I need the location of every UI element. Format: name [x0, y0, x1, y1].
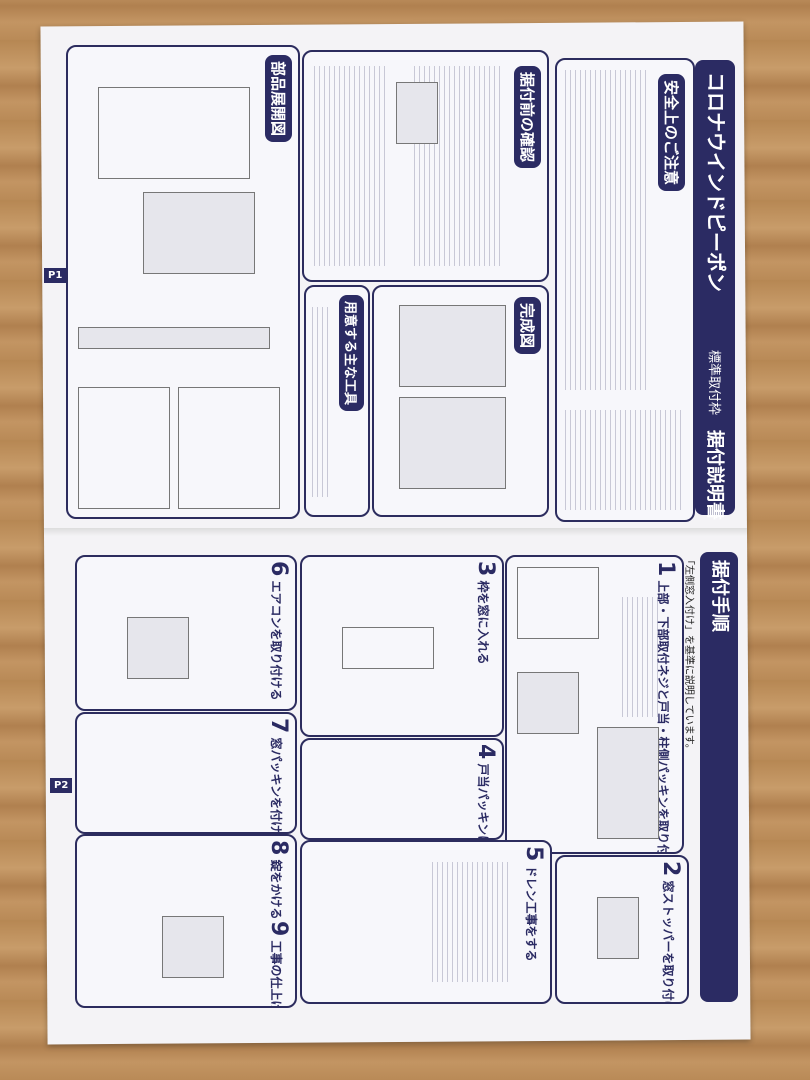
safety-panel: 安全上のご注意 [555, 58, 695, 522]
parts-panel: 部品展開図 [66, 45, 300, 519]
step-number: 1 [653, 561, 678, 577]
step-number: 9 [266, 921, 291, 937]
step-8: 8 錠をかける 9 工事の仕上げへ(裏面) [75, 834, 297, 1008]
fold-line [44, 528, 747, 536]
title-band: コロナウインドピーポン 標準取付枠 据付説明書 [695, 60, 735, 520]
precheck-panel: 据付前の確認 [302, 50, 549, 282]
tools-heading: 用意する主な工具 [339, 295, 364, 412]
step-label: ドレン工事をする [524, 865, 538, 962]
procedure-note: 「左側窓入付け」を基準に説明しています。 [683, 555, 694, 754]
step-number: 2 [658, 861, 683, 877]
step-label: 戸当パッキンに切り込みを入れる [476, 764, 490, 839]
precheck-heading: 据付前の確認 [514, 66, 541, 169]
step-label: エアコンを取り付ける [269, 580, 283, 701]
step-number: 7 [266, 718, 291, 734]
doc-type: 据付説明書 [704, 430, 725, 520]
step-7: 7 窓パッキンを付ける [75, 712, 297, 834]
step-number: 8 [266, 840, 291, 856]
step-label: 窓パッキンを付ける [269, 737, 283, 834]
step-label: 窓ストッパーを取り付ける [661, 880, 675, 1004]
step-5: 5 ドレン工事をする [300, 840, 552, 1004]
procedure-heading: 据付手順 [709, 560, 730, 632]
step-2: 2 窓ストッパーを取り付ける [555, 855, 689, 1004]
step-6: 6 エアコンを取り付ける [75, 555, 297, 711]
subtitle: 標準取付枠 [706, 350, 721, 416]
page-label-p2: P2 [50, 778, 73, 793]
procedure-band: 据付手順 [700, 552, 738, 1002]
step-label: 工事の仕上げへ(裏面) [269, 940, 283, 1008]
step-number: 3 [473, 561, 498, 577]
complete-heading: 完成図 [514, 297, 541, 355]
complete-panel: 完成図 [372, 285, 549, 517]
parts-heading: 部品展開図 [265, 55, 292, 143]
step-number: 4 [473, 744, 498, 760]
tools-panel: 用意する主な工具 [304, 285, 370, 517]
step-number: 6 [266, 561, 291, 577]
step-4: 4 戸当パッキンに切り込みを入れる [300, 738, 504, 840]
safety-heading: 安全上のご注意 [658, 74, 685, 192]
step-label: 枠を窓に入れる [476, 580, 490, 665]
page-label-p1: P1 [44, 268, 67, 283]
step-label: 錠をかける [269, 859, 283, 920]
step-number: 5 [521, 846, 546, 862]
title: コロナウインドピーポン [704, 72, 728, 292]
step-1: 1 上部・下部取付ネジと戸当・柱側パッキンを取り付ける [505, 555, 684, 854]
step-3: 3 枠を窓に入れる [300, 555, 504, 737]
